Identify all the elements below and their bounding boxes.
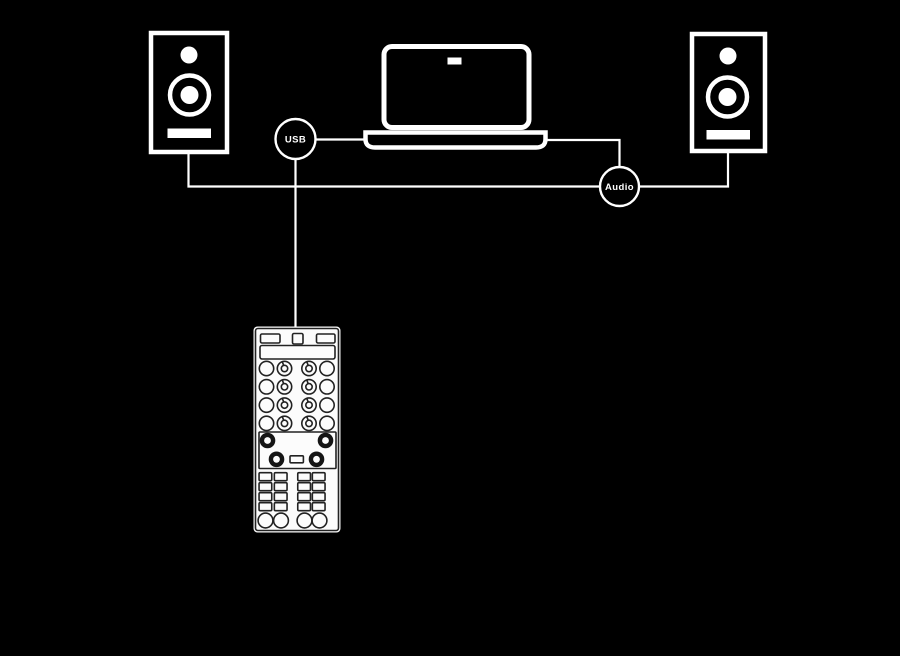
tweeter-icon: [719, 47, 737, 65]
speaker-port-bar: [706, 130, 750, 140]
controller-outline: [254, 327, 340, 532]
usb-label: USB: [285, 135, 306, 146]
speaker-cabinet: [689, 31, 768, 154]
tweeter-icon: [180, 46, 198, 64]
knob-panel-button: [289, 454, 305, 464]
knob-panel-outline: [258, 431, 337, 470]
speaker-port-bar: [167, 128, 211, 138]
audio-connector: Audio: [598, 165, 641, 208]
speaker-right-icon: [689, 31, 768, 154]
controller-knob-panel: [258, 431, 337, 470]
audio-node-circle: [598, 165, 641, 208]
controller-display: [259, 344, 336, 360]
woofer-ring: [705, 75, 750, 119]
audio-label: Audio: [605, 182, 634, 193]
woofer-ring: [167, 73, 212, 117]
rotary-knob: [308, 451, 325, 468]
controller-body: [253, 326, 341, 533]
laptop-icon: [363, 44, 548, 150]
rotary-knob: [259, 432, 276, 449]
speaker-cabinet: [148, 30, 230, 155]
midi-controller-icon: [253, 326, 341, 533]
top-button-right: [315, 333, 336, 344]
top-button-center: [291, 332, 304, 345]
rotary-knob: [268, 451, 285, 468]
woofer-dot: [718, 88, 737, 106]
top-button-left: [259, 333, 281, 344]
laptop-camera: [447, 57, 462, 65]
woofer-dot: [180, 86, 199, 104]
laptop-base: [363, 130, 548, 150]
connection-wires: [187, 138, 730, 328]
wire-audio-to-speaker-right: [639, 151, 730, 188]
rotary-knob: [317, 432, 334, 449]
controller-top-buttons: [259, 332, 336, 345]
wire-laptop-to-audio: [546, 138, 621, 168]
speaker-left-icon: [148, 30, 230, 155]
usb-connector: USB: [274, 117, 317, 161]
usb-node-circle: [274, 117, 317, 161]
laptop-screen: [381, 44, 532, 130]
wire-speaker-left-to-audio: [187, 152, 600, 188]
